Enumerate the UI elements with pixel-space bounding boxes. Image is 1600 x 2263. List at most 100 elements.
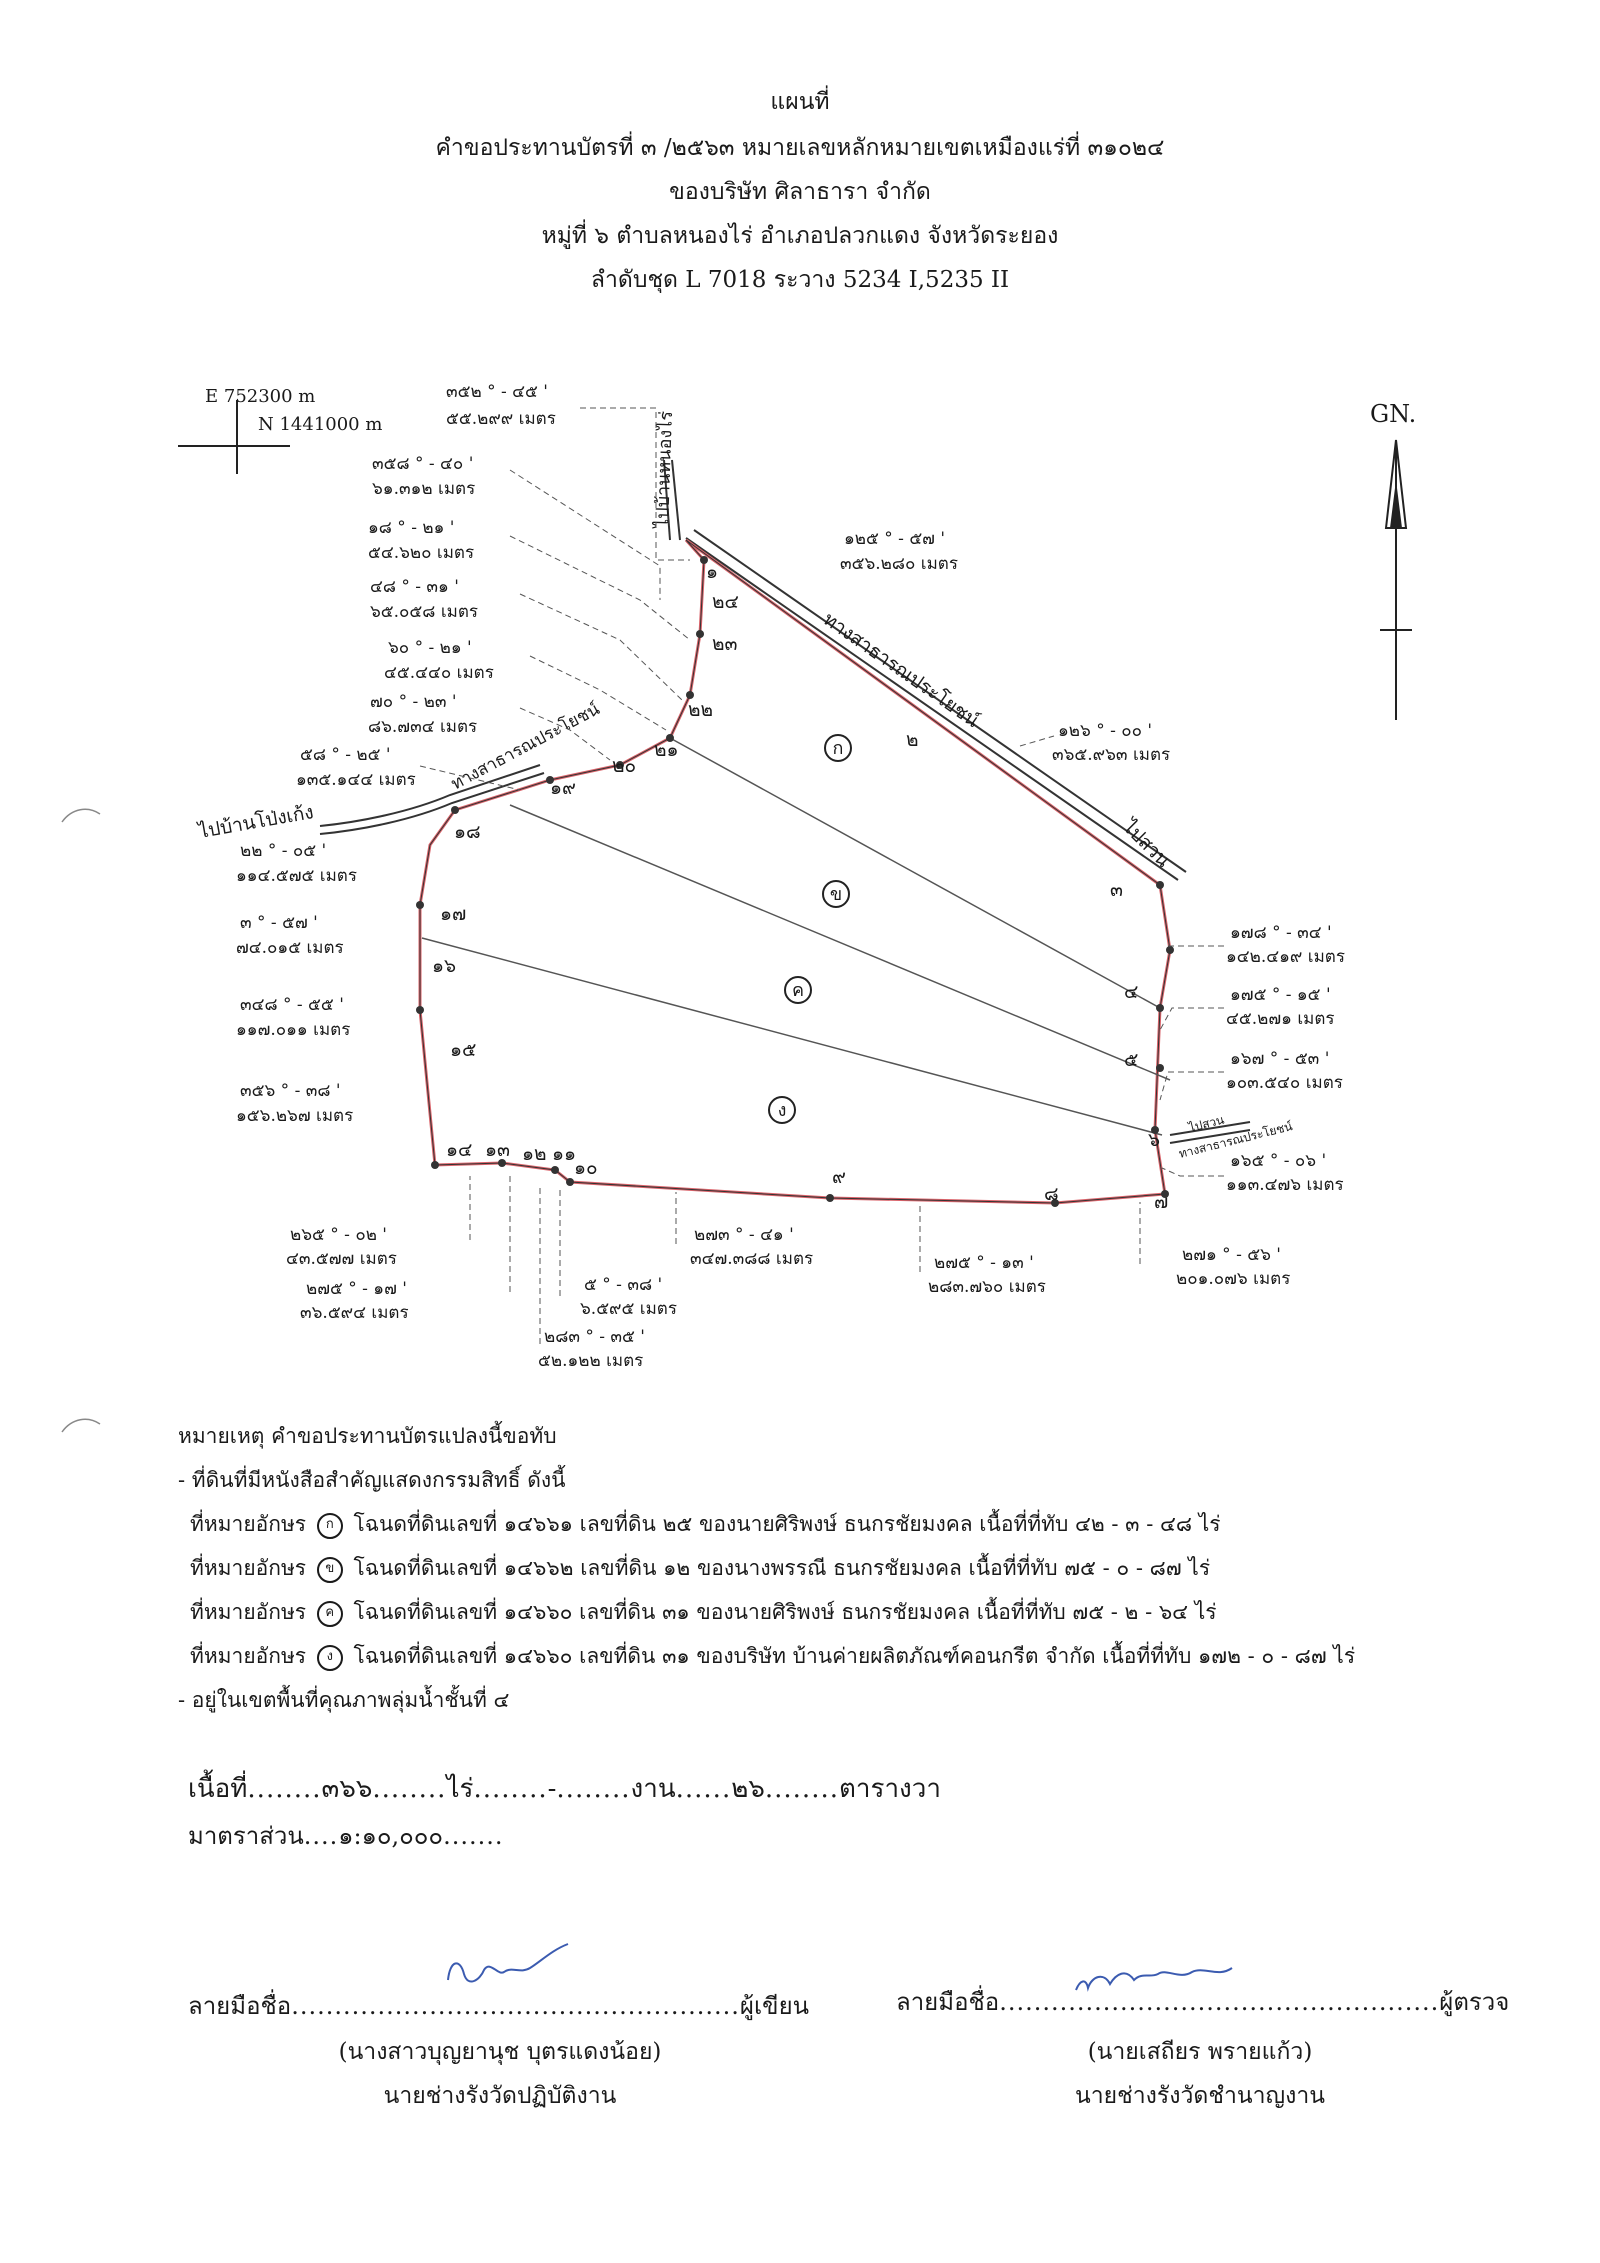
bearing-16-dist: ๑๑๓.๔๗๖ เมตร xyxy=(1226,1175,1344,1195)
point-11-label: ๑๑ xyxy=(552,1143,576,1165)
road-label-nong-rai: ไปบ้านหนองไร่ xyxy=(651,410,677,530)
parcel-kho-label: ข xyxy=(830,884,842,905)
point-6-label: ๖ xyxy=(1148,1129,1160,1151)
bearing-14-dist: ๔๕.๒๗๑ เมตร xyxy=(1226,1009,1335,1029)
bearing-12-angle: ๑๒๖ ° - ๐๐ ' xyxy=(1058,721,1152,741)
bearing-1-angle: ๓๕๘ ° - ๔๐ ' xyxy=(372,454,473,474)
bearing-8-angle: ๓ ° - ๕๗ ' xyxy=(240,913,318,933)
bearing-7-dist: ๑๑๔.๕๗๕ เมตร xyxy=(236,866,357,886)
parcel-dividers xyxy=(421,737,1171,1136)
signature-left-title: นายช่างรังวัดปฏิบัติงาน xyxy=(383,2083,617,2109)
remarks-row-mark: ก xyxy=(316,1512,343,1539)
remarks-row-prefix: ที่หมายอักษร xyxy=(190,1556,307,1580)
bearing-4-angle: ๖๐ ° - ๒๑ ' xyxy=(388,638,472,658)
leader-lines xyxy=(419,407,1224,1344)
point-17-label: ๑๗ xyxy=(440,903,466,925)
signature-left-label: ลายมือชื่อ xyxy=(188,1992,292,2020)
bearing-22-angle: ๒๗๕ ° - ๑๓ ' xyxy=(934,1253,1034,1273)
remarks-row-mark: ค xyxy=(316,1600,343,1627)
remarks-row-prefix: ที่หมายอักษร xyxy=(190,1512,307,1536)
bearing-4-dist: ๔๕.๔๔๐ เมตร xyxy=(384,663,494,683)
north-arrow-icon: GN. xyxy=(1370,400,1416,720)
bearing-18-dist: ๓๖.๕๙๔ เมตร xyxy=(300,1303,409,1323)
point-15-label: ๑๕ xyxy=(450,1039,476,1061)
header-line-1: คำขอประทานบัตรที่ ๓ /๒๕๖๓ หมายเลขหลักหมา… xyxy=(435,135,1165,161)
point-24-label: ๒๔ xyxy=(712,591,739,613)
bearing-13-dist: ๑๔๒.๔๑๙ เมตร xyxy=(1226,947,1345,967)
point-3-label: ๓ xyxy=(1110,879,1123,901)
point-18-label: ๑๘ xyxy=(454,821,481,843)
bearing-22-dist: ๒๘๓.๗๖๐ เมตร xyxy=(928,1277,1046,1297)
bearing-2-dist: ๕๔.๖๒๐ เมตร xyxy=(368,543,474,563)
road-label-pong-kaeng: ไปบ้านโป่งเก้ง xyxy=(195,800,315,843)
bearing-6-dist: ๑๓๕.๑๔๔ เมตร xyxy=(296,770,416,790)
parcel-ngo-label: ง xyxy=(778,1100,787,1121)
bearing-15-angle: ๑๖๗ ° - ๕๓ ' xyxy=(1230,1049,1329,1069)
bearing-23-angle: ๒๗๑ ° - ๕๖ ' xyxy=(1182,1245,1281,1265)
parcel-labels: ก ข ค ง xyxy=(768,734,852,1124)
bearing-23-dist: ๒๐๑.๐๗๖ เมตร xyxy=(1176,1269,1290,1289)
point-22-label: ๒๒ xyxy=(688,699,713,721)
bearing-13-angle: ๑๗๘ ° - ๓๔ ' xyxy=(1230,923,1332,943)
bearing-11-dist: ๓๕๖.๒๘๐ เมตร xyxy=(840,554,958,574)
signature-right-name: (นายเสถียร พรายแก้ว) xyxy=(1087,2039,1313,2065)
remarks-row-prefix: ที่หมายอักษร xyxy=(190,1600,307,1624)
remarks-title: หมายเหตุ คำขอประทานบัตรแปลงนี้ขอทับ xyxy=(178,1424,557,1448)
area-wa: ๒๖ xyxy=(731,1774,765,1804)
point-10-label: ๑๐ xyxy=(574,1157,598,1179)
area-wa-unit: ตารางวา xyxy=(839,1774,941,1804)
signature-right-line: ลายมือชื่อ..............................… xyxy=(896,1988,1510,2016)
point-4-label: ๔ xyxy=(1124,981,1138,1003)
bearing-5-angle: ๗๐ ° - ๒๓ ' xyxy=(370,692,457,712)
bearing-6-angle: ๕๘ ° - ๒๕ ' xyxy=(300,745,391,765)
bearing-7-angle: ๒๒ ° - ๐๕ ' xyxy=(240,841,326,861)
point-7-label: ๗ xyxy=(1154,1191,1168,1213)
bearing-19-angle: ๕ ° - ๓๘ ' xyxy=(584,1275,662,1295)
bearing-3-dist: ๖๕.๐๕๘ เมตร xyxy=(370,602,478,622)
point-2-label: ๒ xyxy=(906,729,919,751)
bearing-16-angle: ๑๖๕ ° - ๐๖ ' xyxy=(1230,1151,1326,1171)
bearing-19-dist: ๖.๕๙๕ เมตร xyxy=(580,1299,677,1319)
easting-label: E 752300 m xyxy=(205,386,315,407)
road-label-public-1: ทางสาธารณประโยชน์ xyxy=(819,607,984,732)
bearing-20-angle: ๒๘๓ ° - ๓๕ ' xyxy=(544,1327,645,1347)
survey-map: E 752300 m N 1441000 m GN. xyxy=(178,382,1416,1371)
point-19-label: ๑๙ xyxy=(550,777,576,799)
remarks-row: ที่หมายอักษร ก โฉนดที่ดินเลขที่ ๑๔๖๖๑ เล… xyxy=(178,1502,1355,1546)
bearing-1-dist: ๖๑.๓๑๒ เมตร xyxy=(372,479,475,499)
remarks-row-text: โฉนดที่ดินเลขที่ ๑๔๖๖๐ เลขที่ดิน ๓๑ ของบ… xyxy=(353,1644,1356,1668)
remarks-item-1: - ที่ดินที่มีหนังสือสำคัญแสดงกรรมสิทธิ์ … xyxy=(178,1468,566,1492)
point-23-label: ๒๓ xyxy=(712,633,738,655)
signature-left-line: ลายมือชื่อ..............................… xyxy=(188,1992,810,2020)
point-1-label: ๑ xyxy=(706,561,718,583)
road-label-garden-2: ไปสวน xyxy=(1186,1113,1225,1136)
document-title: แผนที่ xyxy=(770,89,830,115)
signature-right-handwriting xyxy=(1075,1967,1233,1992)
scale-label: มาตราส่วน xyxy=(188,1822,304,1850)
scale-value: ๑:๑๐,๐๐๐ xyxy=(338,1822,444,1850)
header-line-2: ของบริษัท ศิลาธารา จำกัด xyxy=(669,179,931,205)
bearing-12-dist: ๓๖๕.๙๖๓ เมตร xyxy=(1052,745,1170,765)
margin-fold-mark xyxy=(61,1418,101,1433)
signature-right-title: นายช่างรังวัดชำนาญงาน xyxy=(1075,2083,1325,2109)
point-numbers: ๑ ๒ ๓ ๔ ๕ ๖ ๗ ๘ ๙ ๑๐ ๑๑ ๑๒ ๑๓ ๑๔ ๑๕ ๑๖ ๑… xyxy=(432,561,1168,1213)
point-5-label: ๕ xyxy=(1124,1049,1138,1071)
parcel-ko-label: ก xyxy=(833,738,844,759)
signature-left-name: (นางสาวบุญยานุช บุตรแดงน้อย) xyxy=(338,2039,662,2065)
bearing-15-dist: ๑๐๓.๕๔๐ เมตร xyxy=(1226,1073,1343,1093)
point-14-label: ๑๔ xyxy=(446,1139,472,1161)
bearing-0-angle: ๓๕๒ ° - ๔๕ ' xyxy=(446,382,548,402)
point-12-label: ๑๒ xyxy=(522,1143,547,1165)
bearing-17-dist: ๔๓.๕๗๗ เมตร xyxy=(286,1249,397,1269)
coordinate-marker: E 752300 m N 1441000 m xyxy=(178,386,382,474)
bearing-8-dist: ๗๔.๐๑๕ เมตร xyxy=(236,938,344,958)
point-9-label: ๙ xyxy=(832,1166,846,1188)
bearing-2-angle: ๑๘ ° - ๒๑ ' xyxy=(368,518,454,538)
area-rai-unit: ไร่ xyxy=(446,1774,474,1804)
header-line-3: หมู่ที่ ๖ ตำบลหนองไร่ อำเภอปลวกแดง จังหว… xyxy=(541,223,1059,249)
vertex-markers xyxy=(416,556,1174,1207)
bearing-14-angle: ๑๗๕ ° - ๑๕ ' xyxy=(1230,985,1331,1005)
northing-label: N 1441000 m xyxy=(258,414,382,435)
remarks-row-prefix: ที่หมายอักษร xyxy=(190,1644,307,1668)
